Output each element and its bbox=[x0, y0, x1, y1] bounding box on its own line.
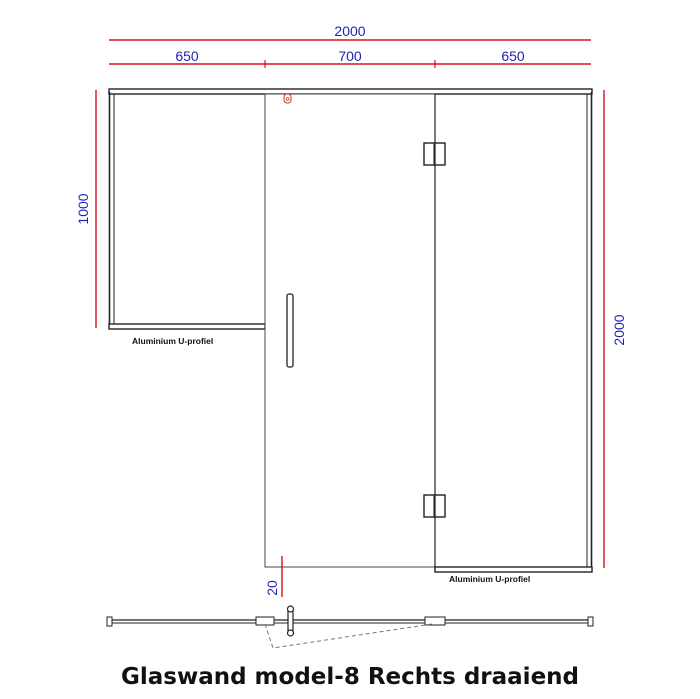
plan-right-hinge bbox=[424, 616, 446, 626]
door-width-text: 700 bbox=[338, 48, 362, 64]
plan-handle-knob-top bbox=[286, 605, 295, 613]
plan-left-joint bbox=[255, 616, 275, 626]
door-handle bbox=[286, 293, 294, 368]
plan-right-end-cap bbox=[587, 616, 594, 627]
top-profile-rail bbox=[108, 88, 593, 95]
left-fixed-panel: Aluminium U-profiel bbox=[108, 92, 266, 346]
left-height-dim-text: 1000 bbox=[75, 193, 91, 224]
floor-gap-dimension: 20 bbox=[264, 556, 283, 597]
floor-gap-dim-text: 20 bbox=[264, 580, 280, 596]
right-profile-label: Aluminium U-profiel bbox=[449, 574, 530, 584]
door-top-pivot-dot bbox=[285, 97, 290, 101]
plan-left-end-cap bbox=[106, 616, 113, 627]
left-profile-label: Aluminium U-profiel bbox=[132, 336, 213, 346]
right-fixed-panel: Aluminium U-profiel bbox=[434, 92, 593, 584]
left-height-dimension: 1000 bbox=[75, 90, 97, 328]
total-width-dim-text: 2000 bbox=[334, 23, 365, 39]
right-height-dim-text: 2000 bbox=[611, 314, 627, 345]
right-height-dimension: 2000 bbox=[603, 90, 627, 568]
door-swing-arc bbox=[264, 623, 433, 649]
left-bottom-profile bbox=[108, 323, 266, 330]
top-dimensions: 2000 650 700 650 bbox=[109, 23, 591, 68]
left-panel-width-text: 650 bbox=[175, 48, 199, 64]
top-view-plan bbox=[106, 605, 594, 649]
door-top-pivot bbox=[283, 93, 292, 104]
drawing-title: Glaswand model-8 Rechts draaiend bbox=[121, 664, 579, 690]
door-panel bbox=[264, 93, 446, 568]
right-bottom-profile bbox=[434, 566, 593, 573]
right-panel-width-text: 650 bbox=[501, 48, 525, 64]
plan-handle-knob-bottom bbox=[286, 629, 295, 637]
